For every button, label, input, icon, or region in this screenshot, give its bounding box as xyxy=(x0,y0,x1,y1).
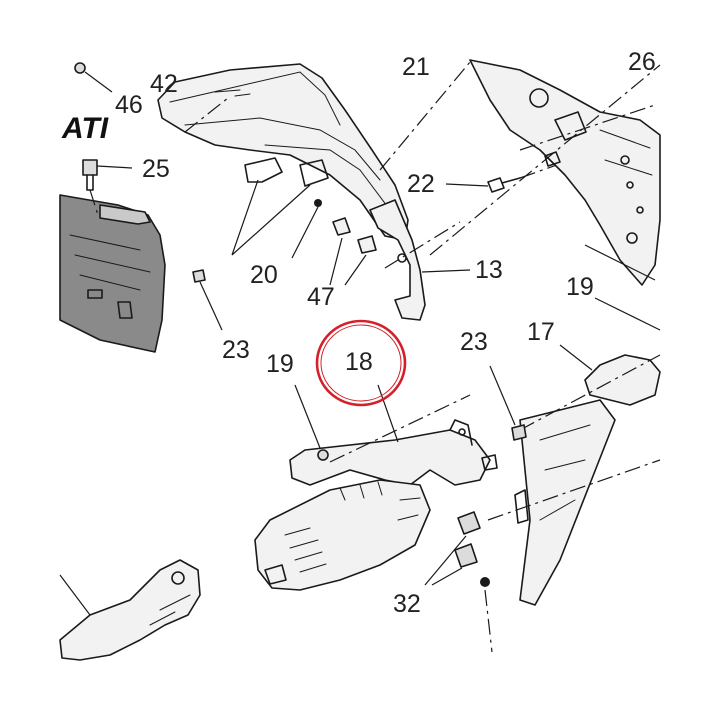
callout-25: 25 xyxy=(142,155,170,183)
side-panel xyxy=(59,194,166,353)
callout-20: 20 xyxy=(250,261,278,289)
lower-fastener xyxy=(480,577,493,653)
callout-labels: 46 42 21 26 25 22 20 13 47 19 23 17 23 1… xyxy=(115,48,656,618)
part-17-bracket xyxy=(487,344,661,606)
part-32-pads xyxy=(424,511,481,586)
logo-fragment: ATI xyxy=(61,112,109,145)
headlight-assembly xyxy=(157,63,409,259)
part-25-rivet xyxy=(82,159,133,216)
callout-19-right: 19 xyxy=(566,273,594,301)
part-46-screw xyxy=(74,62,113,93)
callout-23-left: 23 xyxy=(222,336,250,364)
callout-26: 26 xyxy=(628,48,656,76)
callout-19-left: 19 xyxy=(266,350,294,378)
callout-46: 46 xyxy=(115,91,143,119)
callout-17: 17 xyxy=(527,318,555,346)
part-18-assembly xyxy=(254,384,498,591)
right-fairing xyxy=(379,59,661,331)
part-23-nut-left xyxy=(192,269,223,331)
callout-21: 21 xyxy=(402,53,430,81)
callout-42: 42 xyxy=(150,70,178,98)
highlight-ring-18 xyxy=(315,319,407,407)
part-23-nut-right xyxy=(489,365,527,441)
callout-32: 32 xyxy=(393,590,421,618)
logo-text: ATI xyxy=(61,112,109,145)
callout-47: 47 xyxy=(307,283,335,311)
callout-13: 13 xyxy=(475,256,503,284)
part-20-grommet xyxy=(315,200,321,206)
callout-18: 18 xyxy=(345,348,373,376)
part-22-bolt xyxy=(445,154,586,193)
part-47-clips xyxy=(329,217,377,286)
part-13-bracket xyxy=(369,199,471,321)
footpeg-bracket xyxy=(59,559,201,661)
callout-22: 22 xyxy=(407,170,435,198)
callout-23-right: 23 xyxy=(460,328,488,356)
